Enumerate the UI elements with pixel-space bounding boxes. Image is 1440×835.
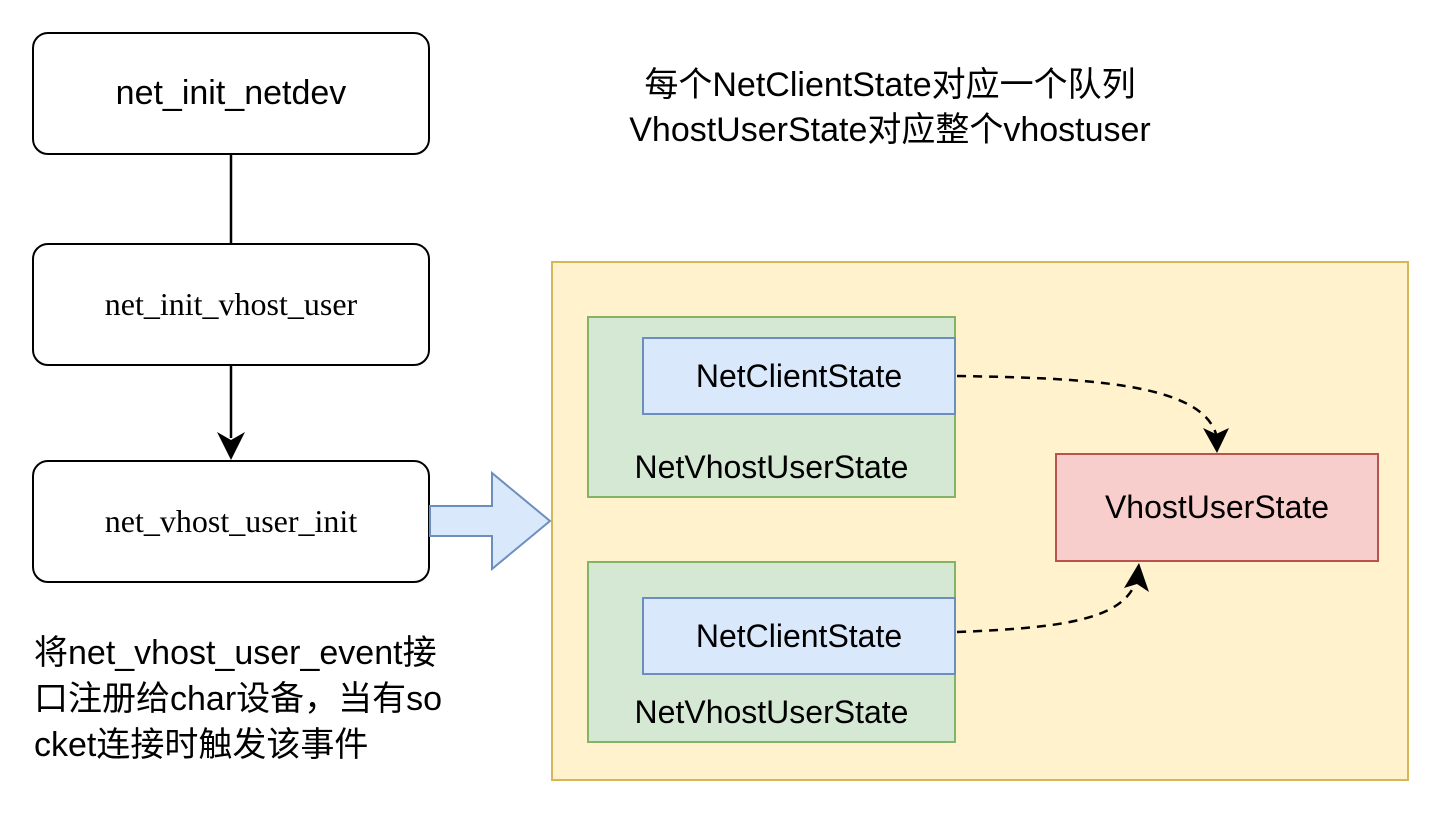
net-vhost-user-init-label: net_vhost_user_init [104, 503, 358, 539]
net-vhost-user-state-label-1: NetVhostUserState [634, 449, 909, 485]
bottom-note: 将net_vhost_user_event接口注册给char设备，当有socke… [34, 634, 443, 764]
net-vhost-user-state-label-2: NetVhostUserState [634, 694, 909, 730]
block-arrow [429, 470, 552, 572]
net-client-state-box-1: NetClientState [642, 337, 956, 415]
arrowhead-vhost-user-to-init [217, 432, 245, 460]
top-note-line-1: 每个NetClientState对应一个队列 [644, 66, 1136, 104]
vhost-user-state-box: VhostUserState [1055, 453, 1379, 562]
net-client-state-label-2: NetClientState [695, 617, 903, 654]
net-init-vhost-user-label: net_init_vhost_user [104, 286, 358, 322]
net-client-state-box-2: NetClientState [642, 597, 956, 675]
net-init-vhost-user-box: net_init_vhost_user [32, 243, 430, 366]
net-init-netdev-box: net_init_netdev [32, 32, 430, 155]
top-note-line-2: VhostUserState对应整个vhostuser [629, 111, 1151, 149]
net-init-netdev-label: net_init_netdev [115, 74, 347, 112]
top-note: 每个NetClientState对应一个队列 VhostUserState对应整… [590, 63, 1190, 153]
net-client-state-label-1: NetClientState [695, 357, 903, 394]
net-vhost-user-init-box: net_vhost_user_init [32, 460, 430, 583]
vhost-user-state-label: VhostUserState [1104, 489, 1330, 525]
